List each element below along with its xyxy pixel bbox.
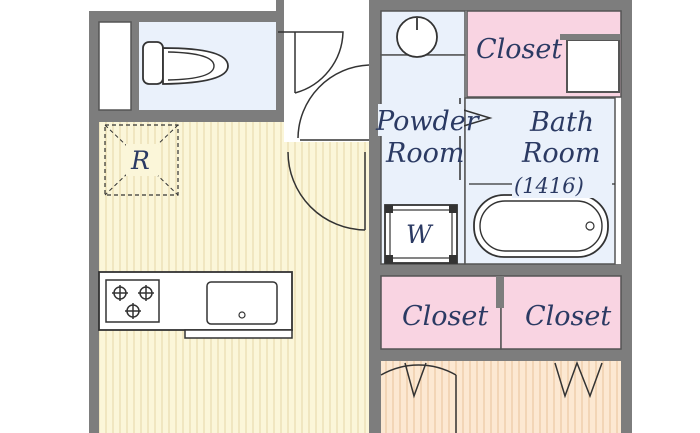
corridor-floor xyxy=(284,0,369,142)
powder-room-label-line1: Powder xyxy=(375,106,481,137)
shelf-box xyxy=(566,39,620,93)
doors xyxy=(278,31,603,433)
kitchen-sink-icon xyxy=(206,281,278,325)
bath-room-size-label: (1416) xyxy=(514,174,584,198)
toilet-icon xyxy=(142,41,229,85)
bath-room-label-line1: Bath xyxy=(529,107,594,138)
bath-room-label-line2: Room xyxy=(521,138,600,169)
bathtub-icon xyxy=(473,194,609,258)
powder-room-label-line2: Room xyxy=(385,138,464,169)
washer-icon xyxy=(384,204,458,264)
closet-lower-left-area xyxy=(380,275,502,350)
closet-right-label: Closet xyxy=(525,301,611,332)
wash-basin-icon xyxy=(396,16,438,58)
lower-right-room-floor xyxy=(381,361,621,433)
closet-upper-label: Closet xyxy=(476,34,562,65)
closet-lower-right-area xyxy=(500,275,622,350)
gas-stove-icon xyxy=(105,279,160,323)
closet-left-label: Closet xyxy=(402,301,488,332)
washer-label: W xyxy=(406,220,434,249)
upper-left-cabinet xyxy=(98,21,132,111)
refrigerator-label: R xyxy=(130,146,150,175)
